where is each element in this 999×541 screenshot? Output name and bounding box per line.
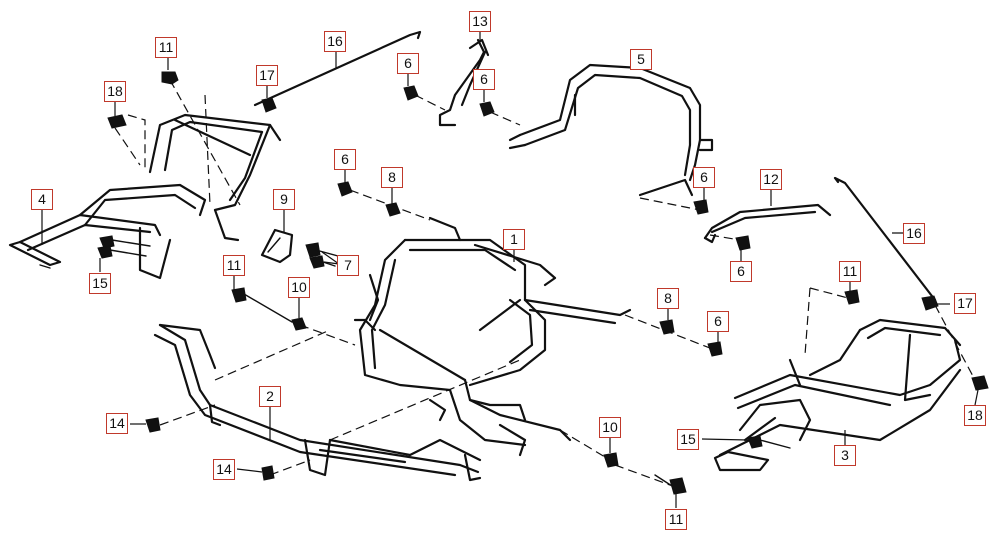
callout-6-bolt-a: 6 xyxy=(397,53,419,74)
callout-8-front-washer: 8 xyxy=(657,288,679,309)
callout-10-front-washer: 10 xyxy=(599,417,621,438)
callout-12-bracket: 12 xyxy=(760,169,782,190)
callout-6-bolt-b: 6 xyxy=(473,69,495,90)
callout-3-front-rack: 3 xyxy=(834,445,856,466)
leader-lines xyxy=(41,30,979,508)
lower-arm-part xyxy=(153,323,482,482)
callout-6-hoop-bolt: 6 xyxy=(693,167,715,188)
rod-16-front xyxy=(833,176,937,302)
bracket-13-part xyxy=(438,38,490,127)
callout-11-rear-bolt: 11 xyxy=(155,37,177,58)
callout-14-bolt-a: 14 xyxy=(106,413,128,434)
callout-6-front-bolt: 6 xyxy=(707,311,729,332)
callout-13-bracket: 13 xyxy=(469,11,491,32)
callout-7-bolts: 7 xyxy=(337,255,359,276)
callout-9-bracket: 9 xyxy=(273,189,295,210)
callout-16-rear-rod: 16 xyxy=(324,31,346,52)
rod-16-rear xyxy=(253,30,422,107)
callout-17-front-nut: 17 xyxy=(954,293,976,314)
callout-11-lower-bolt: 11 xyxy=(665,509,687,530)
callout-8-washer: 8 xyxy=(381,167,403,188)
front-rack-part xyxy=(713,318,962,472)
callout-17-rear-nut: 17 xyxy=(256,65,278,86)
fasteners xyxy=(97,71,989,495)
callout-15-front-bolt: 15 xyxy=(677,429,699,450)
bracket-12-part xyxy=(703,203,832,244)
hoop-bar-part xyxy=(508,63,714,197)
callout-6-bracket-bolt: 6 xyxy=(730,261,752,282)
callout-10-washer: 10 xyxy=(288,277,310,298)
callout-11-mid-bolt: 11 xyxy=(223,255,245,276)
main-frame-part xyxy=(353,216,632,457)
callout-6-frame-bolt: 6 xyxy=(334,149,356,170)
callout-15-rear-bolt: 15 xyxy=(89,273,111,294)
callout-1-main-frame: 1 xyxy=(503,229,525,250)
callout-16-front-rod: 16 xyxy=(903,223,925,244)
callout-5-hoop: 5 xyxy=(630,49,652,70)
callout-11-front-bolt: 11 xyxy=(839,261,861,282)
callout-2-lower-arm: 2 xyxy=(259,386,281,407)
callout-18-rear-nut: 18 xyxy=(104,81,126,102)
rear-rack-part xyxy=(8,113,282,280)
callout-18-front-nut: 18 xyxy=(964,405,986,426)
callout-14-bolt-b: 14 xyxy=(213,459,235,480)
bracket-9-part xyxy=(260,228,294,264)
alignment-lines xyxy=(114,79,976,486)
callout-4-rear-rack: 4 xyxy=(31,189,53,210)
